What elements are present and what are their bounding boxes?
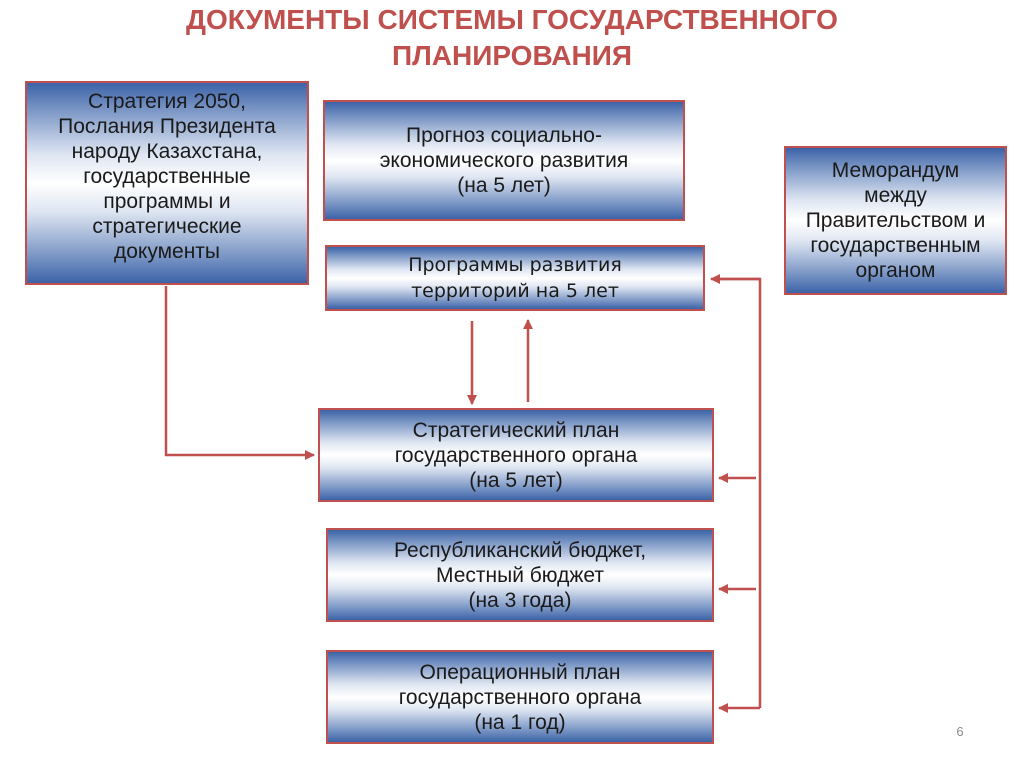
strategy-documents-text: Стратегия 2050, Послания Президента наро…: [58, 90, 276, 263]
operational-plan-text: Операционный план государственного орган…: [398, 660, 642, 734]
forecast-box: Прогноз социально- экономического развит…: [323, 100, 685, 221]
strategic-plan-box: Стратегический план государственного орг…: [318, 408, 714, 502]
budget-box: Республиканский бюджет, Местный бюджет (…: [326, 528, 714, 622]
strategic-plan-text: Стратегический план государственного орг…: [394, 418, 638, 492]
memorandum-box: Меморандум между Правительством и госуда…: [784, 146, 1007, 295]
territory-programs-text: Программы развития территорий на 5 лет: [408, 254, 622, 302]
forecast-text: Прогноз социально- экономического развит…: [379, 124, 629, 197]
strategy-documents-box: Стратегия 2050, Послания Президента наро…: [25, 81, 309, 285]
budget-text: Республиканский бюджет, Местный бюджет (…: [393, 538, 647, 612]
memorandum-text: Меморандум между Правительством и госуда…: [805, 159, 986, 282]
title-text: ДОКУМЕНТЫ СИСТЕМЫ ГОСУДАРСТВЕННОГО ПЛАНИ…: [186, 4, 838, 71]
feedback-line: [718, 277, 762, 708]
territory-programs-box: Программы развития территорий на 5 лет: [325, 245, 705, 311]
page-title: ДОКУМЕНТЫ СИСТЕМЫ ГОСУДАРСТВЕННОГО ПЛАНИ…: [112, 2, 912, 74]
page-number: 6: [956, 724, 964, 739]
operational-plan-box: Операционный план государственного орган…: [326, 650, 714, 744]
arrow-strategy-to-strategic-plan: [164, 286, 315, 460]
